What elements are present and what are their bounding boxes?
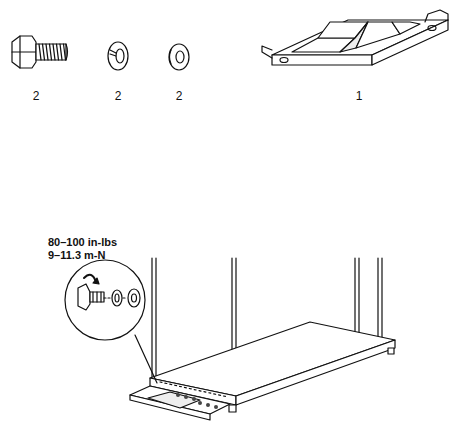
callout-number: 2 [33, 90, 40, 103]
thread-line [60, 44, 62, 60]
flat-washer [169, 44, 189, 70]
thread-line [57, 44, 59, 60]
thread-line [53, 44, 55, 60]
callout [65, 260, 157, 383]
thread-line [39, 44, 41, 60]
torque-value: 80–100 in-lbs [48, 236, 117, 248]
thread-line [50, 44, 52, 60]
bracket-mounted [130, 386, 230, 420]
thread-line [46, 44, 48, 60]
torque-value: 9–11.3 m-N [48, 249, 105, 261]
callout-number: 2 [115, 90, 122, 103]
rack-frame [150, 258, 395, 412]
callout-number: 1 [356, 90, 363, 103]
thread-line [64, 44, 66, 60]
thread-line [43, 44, 45, 60]
bracket [262, 10, 448, 65]
callout-number: 2 [176, 90, 183, 103]
bolt [12, 36, 68, 68]
lock-washer [108, 42, 128, 70]
